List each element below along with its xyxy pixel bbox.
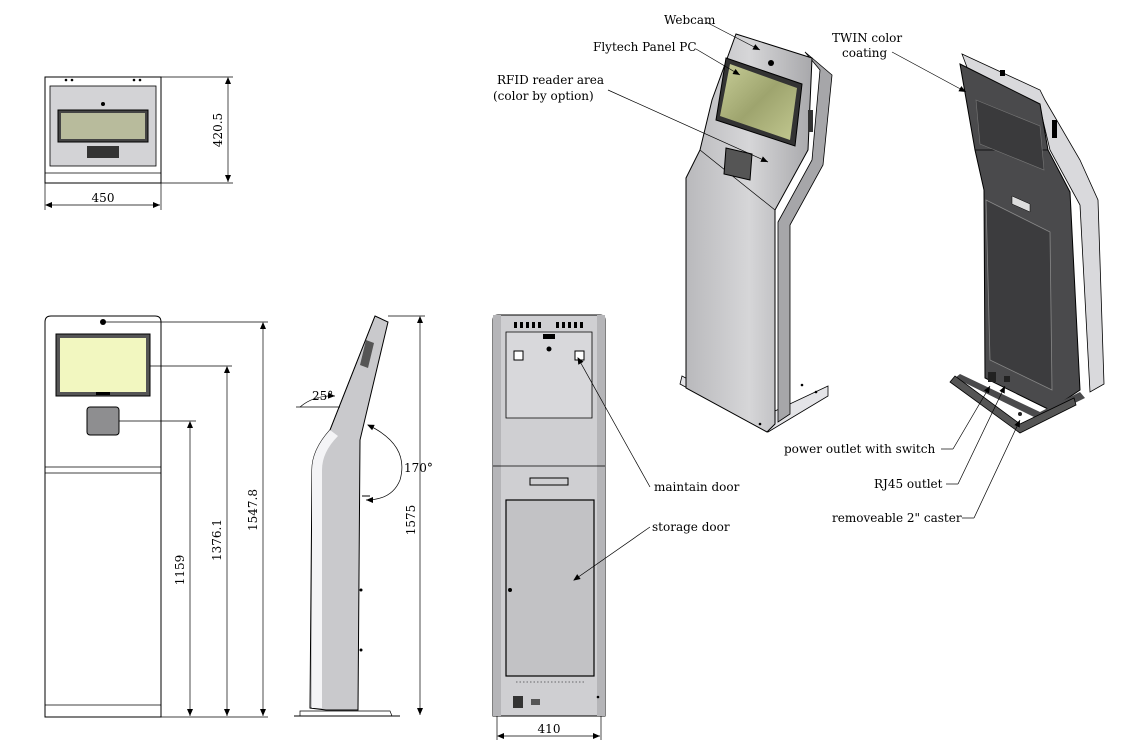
top-view-outline [44, 76, 162, 184]
dim-side-angle-back: 170° [404, 461, 433, 475]
front-3d-view: Webcam Flytech Panel PC RFID reader area… [493, 13, 833, 433]
dim-height-camera: 1547.8 [246, 489, 260, 531]
rear-3d-storage-door [985, 199, 1053, 391]
top-view-webcam [101, 102, 105, 106]
label-rj45: RJ45 outlet [874, 477, 943, 491]
label-maintain-door: maintain door [654, 480, 740, 494]
rear-storage-door [505, 499, 595, 677]
top-view: 450 420.5 [44, 76, 233, 210]
rear-3d-caster [1018, 412, 1022, 416]
dim-height-rfid: 1159 [173, 555, 187, 586]
top-view-screen-glass [61, 113, 145, 139]
rear-maintain-door [505, 331, 593, 419]
rear-3d-rj45 [1004, 376, 1010, 382]
side-view: 25° 170° 1575 [294, 315, 433, 717]
label-caster: removeable 2" caster [832, 511, 962, 525]
label-panel-pc: Flytech Panel PC [593, 40, 697, 54]
front-view-screen [60, 338, 146, 392]
dim-top-width: 450 [92, 191, 115, 205]
label-twin-line2: coating [842, 46, 887, 60]
rear-view: 410 maintain door storage door [492, 314, 740, 740]
dim-side-height: 1575 [404, 505, 418, 536]
front-3d-webcam [768, 60, 774, 66]
label-twin-line1: TWIN color [832, 31, 902, 45]
label-power-outlet: power outlet with switch [784, 442, 935, 456]
dim-side-angle-top: 25° [312, 389, 333, 403]
rear-power-outlet [513, 696, 523, 708]
dim-height-screen: 1376.1 [210, 519, 224, 561]
label-webcam: Webcam [664, 13, 716, 27]
rear-3d-base [949, 375, 1077, 434]
front-view-rfid-pad [86, 406, 120, 436]
front-3d-screen [720, 64, 797, 140]
rear-3d-power-outlet [988, 372, 996, 382]
label-storage-door: storage door [652, 520, 730, 534]
label-rfid-line2: (color by option) [493, 89, 594, 103]
top-view-rfid [87, 146, 119, 158]
front-3d-base [679, 375, 829, 433]
rear-rj45 [531, 699, 540, 705]
label-rfid-line1: RFID reader area [497, 73, 604, 87]
dim-rear-width: 410 [538, 722, 561, 736]
rear-3d-view: TWIN color coating power outlet with swi… [784, 31, 1105, 525]
front-view: 1159 1376.1 1547.8 [44, 315, 268, 718]
front-3d-rfid [723, 147, 753, 181]
dim-top-depth: 420.5 [211, 113, 225, 147]
